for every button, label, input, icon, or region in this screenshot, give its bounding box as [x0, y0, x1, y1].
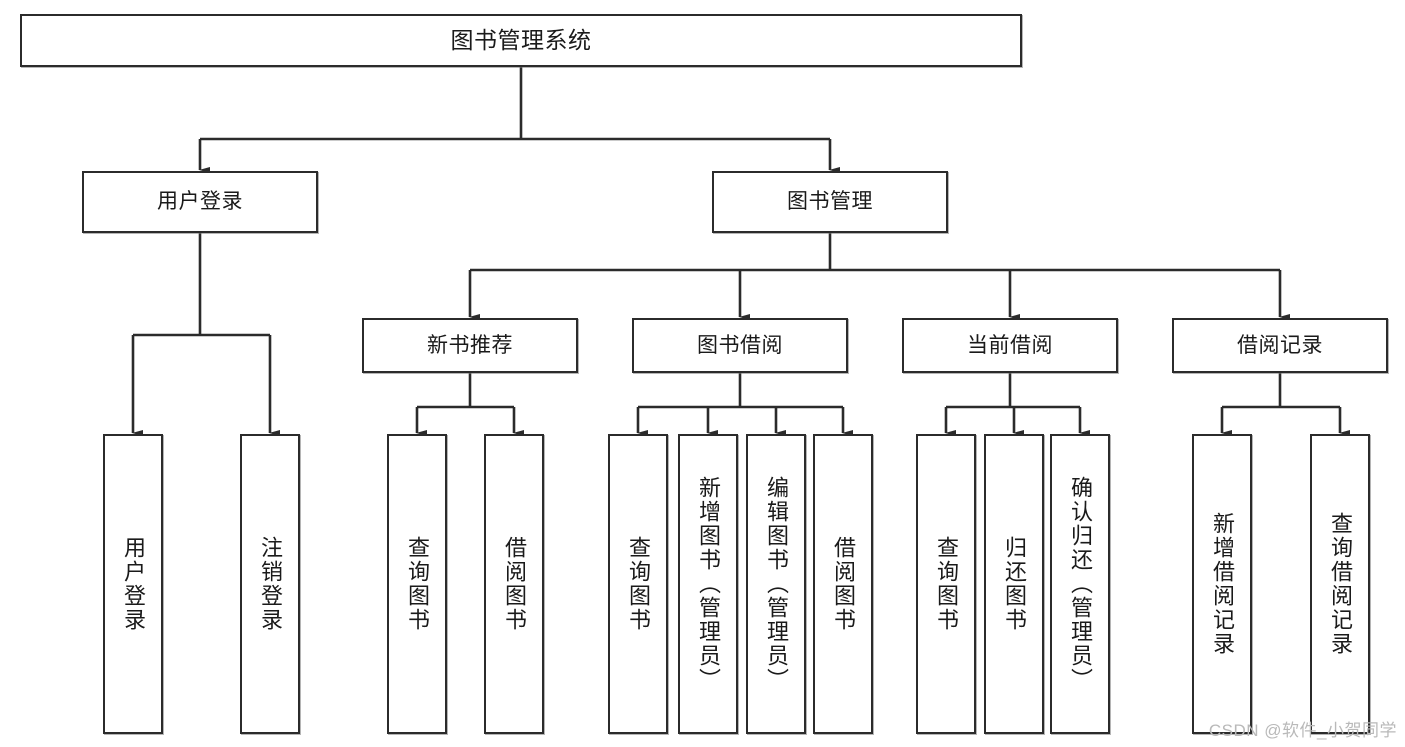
node-label: 查询图书 [625, 536, 651, 632]
node-label: 借阅记录 [1237, 333, 1323, 357]
node-leaf-borrow-book-rec[interactable]: 借阅图书 [484, 434, 544, 734]
node-label: 新书推荐 [427, 333, 513, 357]
node-leaf-return-book[interactable]: 归还图书 [984, 434, 1044, 734]
node-label: 注销登录 [257, 536, 283, 632]
node-label: 借阅图书 [830, 536, 856, 632]
node-label: 编辑图书（管理员） [763, 476, 789, 692]
node-leaf-add-record[interactable]: 新增借阅记录 [1192, 434, 1252, 734]
node-label: 归还图书 [1001, 536, 1027, 632]
node-label: 借阅图书 [501, 536, 527, 632]
node-label: 确认归还（管理员） [1067, 476, 1093, 692]
node-label: 新增借阅记录 [1209, 512, 1235, 656]
node-leaf-confirm-return[interactable]: 确认归还（管理员） [1050, 434, 1110, 734]
node-leaf-query-book-rec[interactable]: 查询图书 [387, 434, 447, 734]
node-leaf-edit-book[interactable]: 编辑图书（管理员） [746, 434, 806, 734]
node-borrow-record[interactable]: 借阅记录 [1172, 318, 1388, 373]
node-label: 图书借阅 [697, 333, 783, 357]
node-label: 用户登录 [157, 190, 243, 214]
node-label: 查询图书 [933, 536, 959, 632]
node-leaf-borrow-book[interactable]: 借阅图书 [813, 434, 873, 734]
node-label: 查询借阅记录 [1327, 512, 1353, 656]
node-leaf-query-book[interactable]: 查询图书 [608, 434, 668, 734]
node-new-book-rec[interactable]: 新书推荐 [362, 318, 578, 373]
node-label: 图书管理系统 [450, 26, 592, 53]
node-leaf-user-logout[interactable]: 注销登录 [240, 434, 300, 734]
node-leaf-query-book-cur[interactable]: 查询图书 [916, 434, 976, 734]
node-label: 用户登录 [120, 536, 146, 632]
node-leaf-query-record[interactable]: 查询借阅记录 [1310, 434, 1370, 734]
watermark-text: CSDN @软件_小贺同学 [1208, 721, 1397, 740]
node-book-borrow[interactable]: 图书借阅 [632, 318, 848, 373]
node-current-borrow[interactable]: 当前借阅 [902, 318, 1118, 373]
node-leaf-user-login[interactable]: 用户登录 [103, 434, 163, 734]
node-book-manage[interactable]: 图书管理 [712, 171, 948, 233]
node-label: 新增图书（管理员） [695, 476, 721, 692]
node-label: 查询图书 [404, 536, 430, 632]
node-label: 图书管理 [787, 190, 873, 214]
node-leaf-add-book[interactable]: 新增图书（管理员） [678, 434, 738, 734]
node-root[interactable]: 图书管理系统 [20, 14, 1022, 67]
node-user-login[interactable]: 用户登录 [82, 171, 318, 233]
node-label: 当前借阅 [967, 333, 1053, 357]
